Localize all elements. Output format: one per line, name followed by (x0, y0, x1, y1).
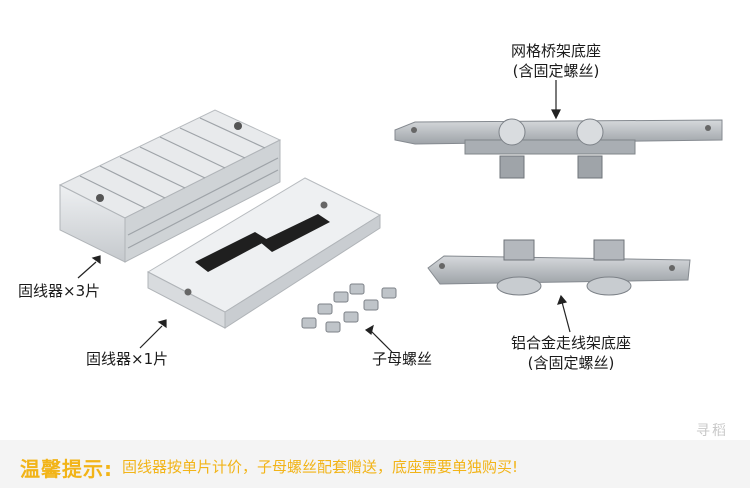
label-fixer-3: 固线器×3片 (18, 282, 101, 300)
cable-fixer-single (146, 177, 382, 329)
cable-fixer-stack (58, 109, 282, 263)
grid-tray-base (394, 118, 723, 179)
label-grid-base: 网格桥架底座 (含固定螺丝) (496, 42, 616, 80)
notice-title: 温馨提示: (20, 457, 113, 481)
label-grid-base-line1: 网格桥架底座 (510, 42, 601, 60)
notice-bar: 温馨提示: 固线器按单片计价，子母螺丝配套赠送，底座需要单独购买! (0, 440, 750, 488)
label-fixer-1: 固线器×1片 (86, 350, 169, 368)
nut-screw-set (301, 283, 397, 333)
label-alloy-base-line1: 铝合金走线架底座 (510, 334, 631, 352)
notice-text: 固线器按单片计价，子母螺丝配套赠送，底座需要单独购买! (122, 458, 519, 476)
alloy-rack-base (427, 239, 691, 296)
callout-arrows (77, 80, 571, 353)
label-alloy-base-line2: (含固定螺丝) (527, 354, 615, 372)
watermark: 寻稻 (696, 423, 728, 439)
label-nut-screw: 子母螺丝 (372, 350, 433, 368)
label-alloy-base: 铝合金走线架底座 (含固定螺丝) (496, 334, 646, 372)
label-grid-base-line2: (含固定螺丝) (512, 62, 600, 80)
